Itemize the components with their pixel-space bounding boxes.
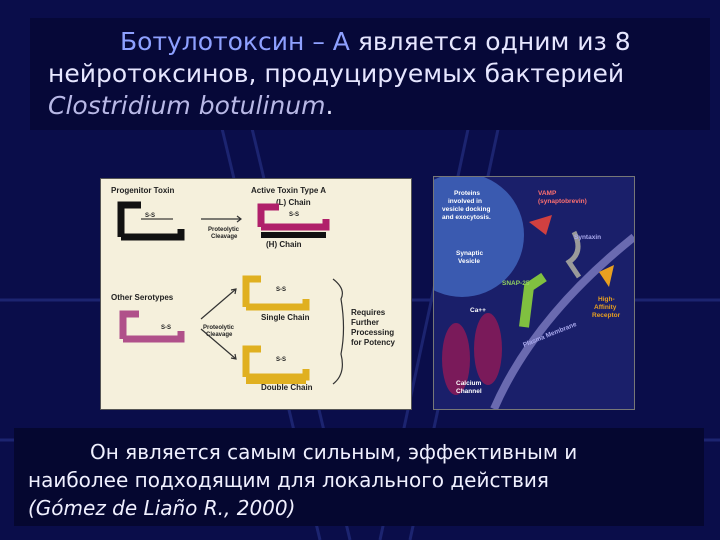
label-calcium2: Channel [456, 388, 482, 395]
ss-bond-1: S-S [145, 213, 155, 219]
title-line1: является одним из 8 [349, 27, 631, 56]
title-bacterium: Clostridium botulinum [48, 91, 326, 120]
single-chain-shape [242, 275, 310, 311]
plasma-membrane [490, 233, 634, 409]
label-synaptic1: Synaptic [456, 250, 483, 257]
label-processing: Processing [351, 328, 394, 337]
label-active: Active Toxin Type A [251, 186, 326, 195]
slide-title: Ботулотоксин – А является одним из 8 ней… [48, 26, 708, 122]
label-snap25: SNAP-25 [502, 280, 530, 287]
label-vamp: VAMP [538, 190, 557, 197]
bottom-line1: Он является самым сильным, эффективным и [90, 440, 578, 464]
label-cleavage2b: Cleavage [206, 332, 233, 338]
label-calcium1: Calcium [456, 380, 482, 387]
bottom-text: Он является самым сильным, эффективным и… [28, 438, 708, 522]
l-chain-shape [257, 203, 330, 231]
ss-bond-3: S-S [161, 325, 171, 331]
ss-bond-2: S-S [289, 212, 299, 218]
title-background [30, 18, 710, 130]
ss-bond-4: S-S [276, 287, 286, 293]
syntaxin-protein [565, 230, 582, 279]
calcium-channel-right [474, 313, 502, 385]
receptor-marker [599, 265, 614, 287]
vamp-marker [529, 215, 552, 235]
bottom-background [14, 428, 704, 526]
label-cleavage1b: Cleavage [211, 234, 238, 240]
label-proteins4: and exocytosis. [442, 214, 491, 221]
ss-bond-5: S-S [276, 357, 286, 363]
title-highlight: Ботулотоксин – А [120, 27, 350, 56]
synaptic-vesicle [434, 177, 524, 297]
label-progenitor: Progenitor Toxin [111, 186, 175, 195]
label-high1: High- [598, 296, 615, 303]
label-potency: for Potency [351, 338, 396, 347]
label-synaptic2: Vesicle [458, 258, 480, 265]
synaptic-mechanism-diagram: Proteins involved in vesicle docking and… [433, 176, 635, 410]
label-high2: Affinity [594, 304, 617, 311]
label-calcium-ion: Ca++ [470, 307, 486, 314]
title-period: . [325, 91, 334, 120]
snap25-protein [519, 272, 547, 328]
title-line2: нейротоксинов, продуцируемых бактерией [48, 59, 625, 88]
label-h-chain: (H) Chain [266, 240, 302, 249]
label-high3: Receptor [592, 312, 621, 319]
label-vamp2: (synaptobrevin) [538, 198, 587, 205]
toxin-activation-diagram: Progenitor Toxin Active Toxin Type A (L)… [100, 178, 412, 410]
label-other-serotypes: Other Serotypes [111, 293, 174, 302]
label-proteins1: Proteins [454, 190, 480, 197]
double-chain-shape [242, 345, 310, 381]
label-l-chain: (L) Chain [276, 198, 311, 207]
citation: (Gómez de Liaño R., 2000) [28, 496, 296, 520]
calcium-channel-left [442, 323, 470, 395]
label-cleavage1: Proteolytic [208, 227, 240, 233]
label-requires: Requires [351, 308, 386, 317]
label-single-chain: Single Chain [261, 313, 310, 322]
label-proteins2: involved in [448, 198, 482, 205]
label-double-chain: Double Chain [261, 383, 313, 392]
other-serotype-shape [119, 310, 185, 343]
label-syntaxin: Syntaxin [574, 234, 601, 241]
bottom-line2: наиболее подходящим для локального дейст… [28, 468, 549, 492]
progenitor-toxin-shape [117, 201, 185, 241]
label-further: Further [351, 318, 379, 327]
label-cleavage2: Proteolytic [203, 325, 235, 331]
label-proteins3: vesicle docking [442, 206, 490, 213]
